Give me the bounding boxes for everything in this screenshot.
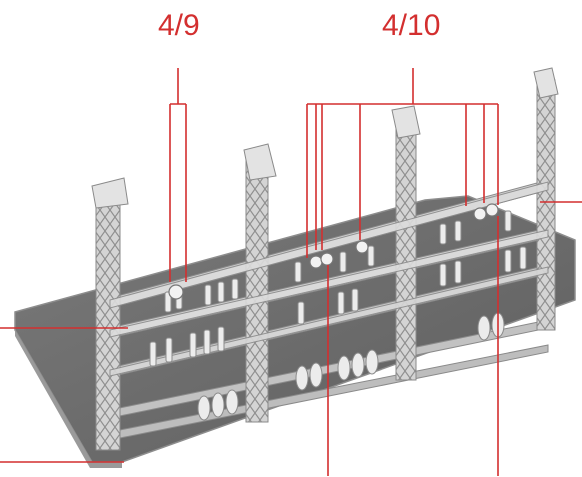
mast-1 bbox=[91, 177, 129, 451]
mast-2 bbox=[243, 143, 277, 423]
leader-4-9 bbox=[169, 68, 187, 282]
callout-label-4-10: 4/10 bbox=[382, 9, 441, 42]
leader-lines bbox=[0, 68, 582, 476]
callout-label-4-9: 4/9 bbox=[158, 9, 200, 42]
leader-4-10-down bbox=[327, 216, 499, 476]
mast-3 bbox=[391, 105, 421, 381]
insulator-sets bbox=[149, 210, 527, 421]
mast-4 bbox=[533, 67, 559, 331]
gantry-masts bbox=[91, 67, 559, 451]
callout-targets bbox=[168, 203, 499, 300]
leader-4-10 bbox=[306, 68, 499, 258]
